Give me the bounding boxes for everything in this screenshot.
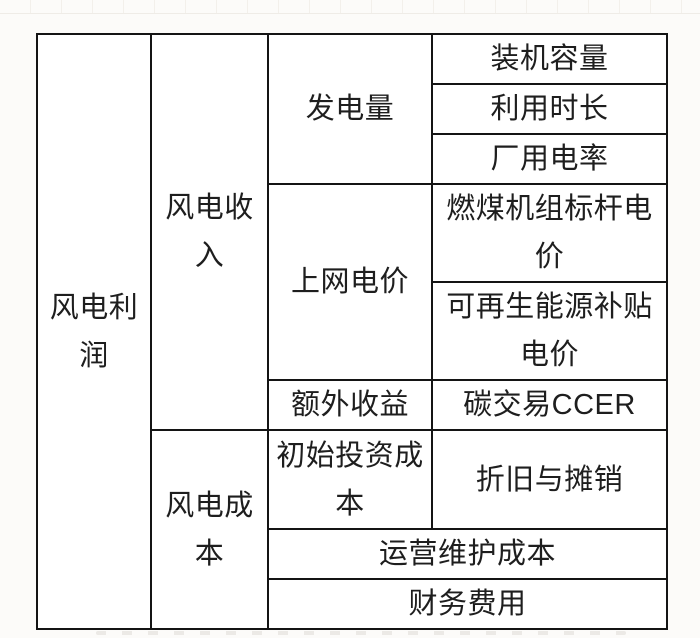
table-row: 风电利 润 风电收 入 发电量 装机容量 [36,33,668,630]
cell-wind-profit: 风电利 润 [36,33,152,630]
cell-operation-maintenance-cost: 运营维护成本 [267,528,668,580]
cell-wind-revenue: 风电收 入 [150,33,269,431]
table-row: 可再生能源补贴 电价 [37,281,668,381]
table-row: 额外收益 碳交易CCER [37,379,668,431]
cell-wind-cost: 风电成 本 [150,429,269,630]
cell-extra-income: 额外收益 [267,379,433,431]
table-row: 财务费用 [37,578,668,630]
cell-finance-expense: 财务费用 [267,578,668,630]
cell-coal-benchmark-price: 燃煤机组标杆电 价 [431,183,668,283]
cell-utilization-hours: 利用时长 [431,83,668,135]
cell-initial-investment-cost: 初始投资成 本 [267,429,433,530]
cutoff-text-smudge [96,631,626,635]
table-row: 利用时长 [37,83,668,135]
cell-grid-price: 上网电价 [267,183,433,381]
cell-installed-capacity: 装机容量 [431,33,668,85]
cell-carbon-ccer: 碳交易CCER [431,379,668,431]
table-row: 上网电价 燃煤机组标杆电 价 [37,183,668,381]
spreadsheet-grid-strip [0,0,700,14]
wind-profit-decomposition-table: 风电利 润 风电收 入 发电量 装机容量 利用时长 厂用电率 上网电价 燃煤机组… [36,33,668,630]
cell-renewable-subsidy-price: 可再生能源补贴 电价 [431,281,668,381]
cell-depreciation-amortization: 折旧与摊销 [431,429,668,530]
cell-power-generation: 发电量 [267,33,433,185]
table-row: 风电成 本 初始投资成 本 折旧与摊销 [37,429,668,630]
table-row: 厂用电率 [37,133,668,185]
table-row: 运营维护成本 [37,528,668,580]
cell-plant-power-rate: 厂用电率 [431,133,668,185]
